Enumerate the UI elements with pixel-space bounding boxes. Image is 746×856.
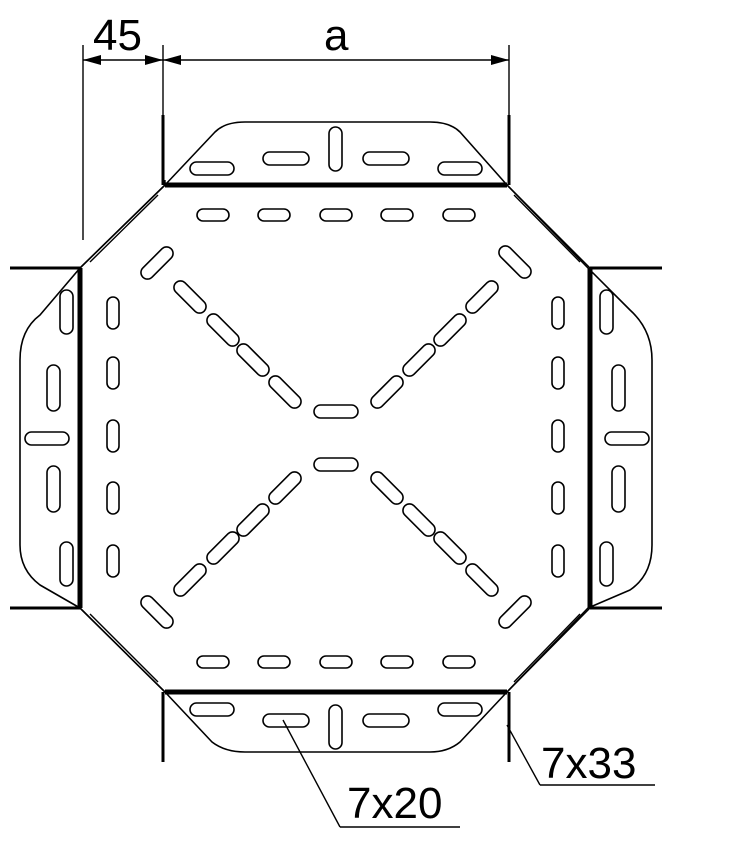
- diagonal-slots-lower-left: [140, 471, 302, 629]
- corner-edges: [79, 180, 591, 693]
- base-bottom-slots: [196, 655, 476, 669]
- base-right-slots: [551, 296, 565, 578]
- bottom-flange-slots: [189, 702, 483, 750]
- diagonal-slots-upper-left: [140, 246, 302, 409]
- base-top-slots: [196, 208, 476, 222]
- callout-7x20: 7x20: [282, 719, 460, 828]
- dimension-45-label: 45: [93, 11, 142, 60]
- diagonal-slots-lower-right: [370, 471, 532, 629]
- left-flange-slots: [24, 289, 74, 587]
- dimension-a-label: a: [324, 11, 349, 60]
- dimension-a: a: [163, 11, 509, 65]
- callout-7x33-label: 7x33: [541, 739, 636, 788]
- center-slots: [313, 404, 359, 472]
- extension-lines: [10, 45, 662, 762]
- callout-7x33: 7x33: [506, 724, 655, 788]
- right-flange-slots: [599, 289, 650, 587]
- base-left-slots: [106, 296, 120, 578]
- callout-7x20-label: 7x20: [347, 779, 442, 828]
- dimension-45: 45: [83, 11, 163, 65]
- base-plate-edges: [77, 182, 593, 695]
- diagonal-slots-upper-right: [370, 245, 532, 409]
- top-flange-slots: [189, 126, 483, 176]
